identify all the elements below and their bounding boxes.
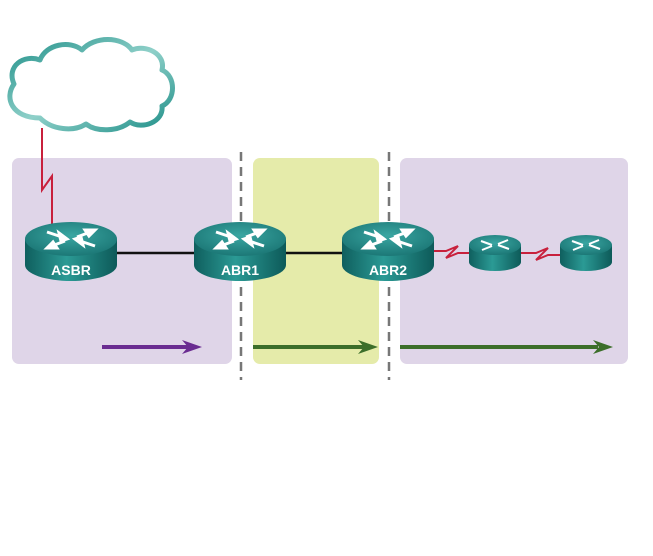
router-arrows-icon (43, 228, 99, 250)
router-label: ABR1 (221, 262, 259, 278)
router-arrows-icon (360, 228, 416, 250)
arrow-area-right (400, 340, 613, 354)
router-arrows-icon (571, 239, 601, 251)
area-middle (253, 158, 379, 364)
arrow-area-middle (253, 340, 378, 354)
router-asbr[interactable]: ASBR (25, 222, 117, 281)
cloud-icon (7, 37, 175, 133)
arrow-area-left (102, 340, 202, 354)
serial-link-r4-r5 (520, 247, 562, 261)
area-left (12, 158, 232, 364)
router-label: ABR2 (369, 262, 407, 278)
router-r5[interactable] (560, 235, 612, 271)
router-r4[interactable] (469, 235, 521, 271)
router-abr1[interactable]: ABR1 (194, 222, 286, 281)
router-label: ASBR (51, 262, 91, 278)
router-abr2[interactable]: ABR2 (342, 222, 434, 281)
serial-link-abr2-r4 (432, 245, 472, 259)
serial-link-cloud-asbr (41, 128, 53, 228)
router-arrows-icon (212, 228, 268, 250)
router-arrows-icon (480, 239, 510, 251)
